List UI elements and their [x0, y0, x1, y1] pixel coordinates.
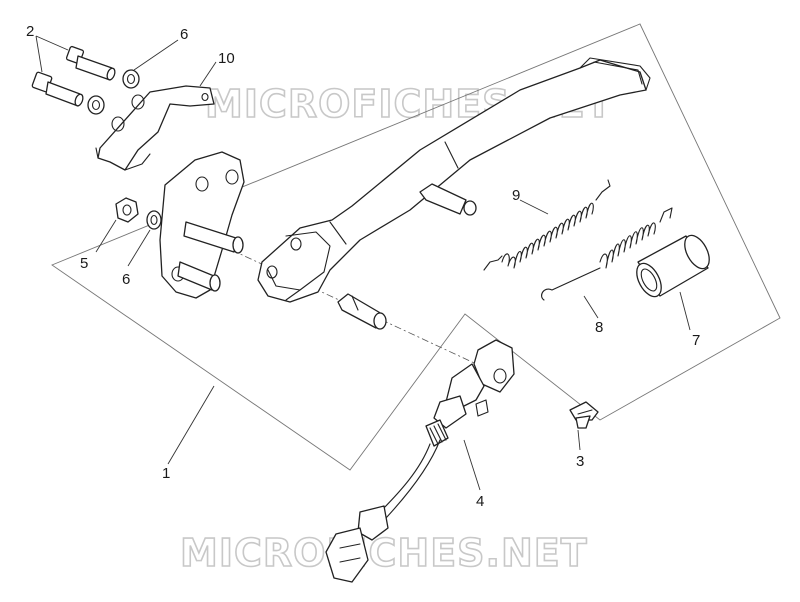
assembly-frame-1 [51, 23, 781, 471]
callout-7: 7 [692, 332, 700, 349]
screw-part-3 [569, 401, 599, 429]
callout-6-mid: 6 [122, 271, 130, 288]
sidestand-switch-part-4 [325, 339, 515, 583]
pivot-bushing [337, 293, 387, 330]
callout-3: 3 [576, 453, 584, 470]
nut-part-5 [115, 197, 139, 223]
callout-10: 10 [218, 50, 235, 67]
callout-4: 4 [476, 493, 484, 510]
leader-lines [35, 35, 691, 491]
callout-1: 1 [162, 465, 170, 482]
spring-part-9 [483, 179, 611, 271]
washer-part-6-top [87, 69, 140, 115]
mounting-plate [159, 151, 245, 299]
spring-part-8 [541, 207, 673, 301]
watermark-bottom: MICROFICHES.NET [180, 531, 588, 575]
bracket-part-10 [95, 85, 215, 171]
callout-2: 2 [26, 23, 34, 40]
callout-8: 8 [595, 319, 603, 336]
callout-6-top: 6 [180, 26, 188, 43]
sleeve-part-7 [636, 234, 710, 298]
side-stand-part-1 [257, 57, 651, 303]
arm-pin [419, 183, 477, 216]
callout-5: 5 [80, 255, 88, 272]
bolt-part-2 [31, 45, 116, 107]
callout-9: 9 [512, 187, 520, 204]
washer-part-6-mid [146, 210, 162, 230]
